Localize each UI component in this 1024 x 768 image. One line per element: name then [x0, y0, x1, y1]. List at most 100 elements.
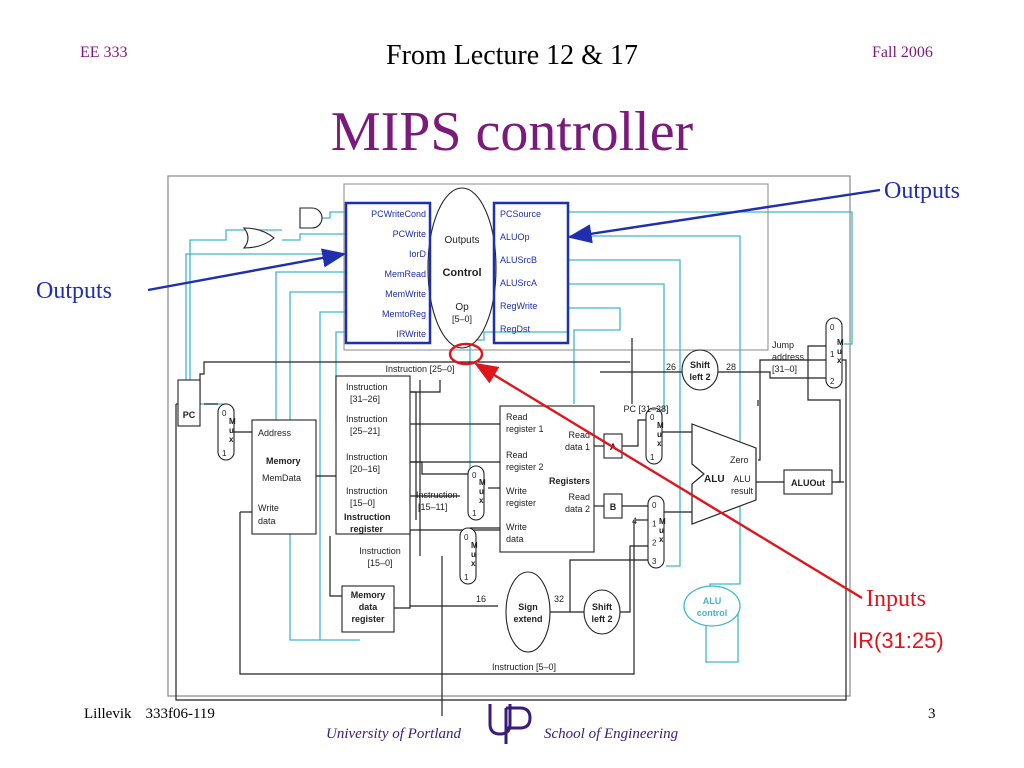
- mux-1: [467, 465, 485, 521]
- memory-unit: [251, 419, 317, 535]
- op-bits-label: [5–0]: [452, 314, 472, 324]
- shift-top-label: left 2: [689, 372, 710, 382]
- mux-letter: u: [657, 430, 662, 439]
- alu-result-label: ALU: [733, 474, 751, 484]
- mux-letter: x: [837, 356, 842, 365]
- read-register1-label: Read: [506, 412, 528, 422]
- ir-15-0-label: [15–0]: [367, 558, 392, 568]
- outputs-right-arrow: [567, 188, 881, 244]
- alu-control-unit: [683, 585, 741, 627]
- sign-extend-unit: [505, 571, 551, 653]
- read-data1-label: data 1: [565, 442, 590, 452]
- right-outputs-box: [492, 201, 570, 345]
- mux-input-label: 0: [464, 533, 469, 542]
- footer-left: Lillevik 333f06-119: [84, 706, 229, 723]
- shift-left2-upper-labels: Shift left 2: [689, 360, 710, 382]
- pc-label: PC: [183, 410, 196, 420]
- control-signal-memread: MemRead: [384, 269, 426, 279]
- control-signal-pcwritecond: PCWriteCond: [371, 209, 426, 219]
- memory-write-label: Write: [258, 503, 279, 513]
- mux-letter: x: [229, 435, 234, 444]
- read-register2-label: register 2: [506, 462, 544, 472]
- mdr-label: data: [359, 602, 379, 612]
- ir-field-label: Instruction: [346, 414, 388, 424]
- ir-extra-labels: Instruction[15–0]Instruction[15–11]: [359, 490, 457, 568]
- and-gate-icon: [299, 207, 323, 229]
- mux-letter: x: [471, 559, 476, 568]
- slide-title: MIPS controller: [330, 101, 694, 163]
- ir-field-bits: [25–21]: [350, 426, 380, 436]
- ir-title: Instruction: [344, 512, 391, 522]
- mux-letter: x: [659, 535, 664, 544]
- mux-input-label: 0: [830, 323, 835, 332]
- footer-code: 333f06-119: [145, 706, 215, 722]
- control-signal-pcsource: PCSource: [500, 209, 541, 219]
- mux-letter: u: [837, 347, 842, 356]
- read-data2-label: data 2: [565, 504, 590, 514]
- or-gate-icon: [242, 227, 275, 249]
- alu-zero-label: Zero: [730, 455, 749, 465]
- mux-letter: M: [657, 421, 664, 430]
- ir-25-0-label: Instruction [25–0]: [385, 364, 454, 374]
- write-data-label: Write: [506, 522, 527, 532]
- control-label: Control: [442, 267, 481, 279]
- jump-address-label: [31–0]: [772, 364, 797, 374]
- jump-address-label: Jump: [772, 340, 794, 350]
- university-logo-icon: [488, 704, 532, 744]
- reg-b-label: B: [610, 502, 617, 512]
- shift-top-label: Shift: [690, 360, 710, 370]
- memory-address-label: Address: [258, 428, 292, 438]
- ir-fields: Instruction [31–26] Instruction [25–21] Inst…: [344, 382, 391, 534]
- mux-input-label: 1: [652, 520, 657, 529]
- mux-letter: x: [479, 496, 484, 505]
- ir-5-0-label: Instruction [5–0]: [492, 662, 556, 672]
- ir-field-bits: [31–26]: [350, 394, 380, 404]
- reg-b: [603, 493, 623, 519]
- bits-16-label: 16: [476, 594, 486, 604]
- footer-author: Lillevik: [84, 706, 132, 722]
- aluout-register: [783, 469, 833, 495]
- op-label: Op: [455, 302, 469, 313]
- memory-data-label: data: [258, 516, 276, 526]
- alu-result-label: result: [731, 486, 754, 496]
- mux-input-label: 1: [472, 509, 477, 518]
- pc-bits-label: PC [31–28]: [623, 404, 668, 414]
- alu-result-label: ALU result: [731, 474, 754, 496]
- shift-left2-lower: [583, 589, 621, 635]
- read-register2-label: Read: [506, 450, 528, 460]
- ir-title: register: [350, 524, 384, 534]
- mux-letter: u: [659, 526, 664, 535]
- semester-label: Fall 2006: [872, 44, 933, 61]
- control-signal-pcwrite: PCWrite: [393, 229, 426, 239]
- control-signal-alusrcb: ALUSrcB: [500, 255, 537, 265]
- alu-label: ALU: [704, 474, 725, 485]
- registers-title: Registers: [549, 476, 590, 486]
- control-outputs-label: Outputs: [444, 235, 479, 246]
- alu-unit: [691, 423, 757, 525]
- read-data2-label: Read: [568, 492, 590, 502]
- mux-letter: u: [479, 487, 484, 496]
- mux-input-label: 0: [650, 413, 655, 422]
- op-input-highlight: [448, 342, 484, 366]
- mux-letter: M: [659, 517, 666, 526]
- pc-register: [177, 379, 201, 427]
- const-4-label: 4: [632, 516, 637, 526]
- diagram-frame: [167, 175, 851, 697]
- datapath-wires: [175, 338, 847, 716]
- bits-26-label: 26: [666, 362, 676, 372]
- ir-field-label: Instruction: [346, 382, 388, 392]
- mux-input-label: 3: [652, 557, 657, 566]
- inputs-sub-callout: IR(31:25): [852, 628, 944, 653]
- ir-field-label: Instruction: [346, 452, 388, 462]
- mux-0: [217, 403, 235, 461]
- ir-15-11-label: Instruction: [416, 490, 458, 500]
- mux-input-label: 2: [652, 538, 657, 547]
- control-signal-memtoreg: MemtoReg: [382, 309, 426, 319]
- write-data-label: data: [506, 534, 524, 544]
- mux-5: [825, 317, 843, 389]
- mux-letter: u: [229, 426, 234, 435]
